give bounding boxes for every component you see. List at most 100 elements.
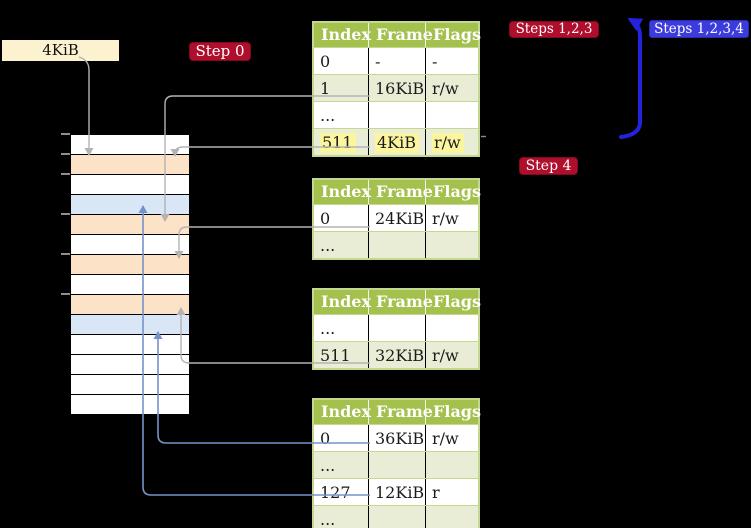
memory-frame-free [71, 355, 189, 374]
frame-size-label: 4KiB [2, 40, 119, 61]
cell-value: r/w [432, 346, 459, 365]
table-row: 1 16KiB r/w [314, 74, 478, 101]
table-cell: 1 [314, 75, 368, 101]
cell-value: ... [320, 510, 336, 528]
header-cell-flags: Flags [425, 180, 481, 204]
cell-value: 4KiB [375, 133, 420, 153]
header-cell-frame: Frame [368, 400, 433, 424]
cell-value: ... [320, 106, 336, 125]
badge-steps-1234: Steps 1,2,3,4 [649, 20, 749, 38]
header-cell-frame: Frame [368, 290, 433, 314]
steps-loop-arrow [619, 18, 644, 139]
memory-frame-free [71, 335, 189, 354]
memory-frame-table [71, 295, 189, 314]
table-cell: r/w [425, 425, 478, 451]
table-cell: 0 [314, 425, 368, 451]
cell-value: 0 [320, 209, 331, 228]
table-row: 0 - - [314, 47, 478, 74]
header-cell-flags: Flags [425, 290, 481, 314]
table-cell: 24KiB [368, 205, 425, 231]
cell-value: ... [320, 319, 336, 338]
table-cell [425, 315, 478, 341]
cell-value: r/w [432, 79, 459, 98]
header-cell-flags: Flags [425, 23, 481, 47]
table-cell: r/w [425, 129, 478, 155]
physical-memory-column [70, 134, 190, 415]
memory-tick [61, 293, 70, 295]
table-cell: - [425, 48, 478, 74]
cell-value: 511 [320, 133, 356, 153]
badge-steps-123: Steps 1,2,3 [509, 21, 599, 38]
table-cell: - [368, 48, 425, 74]
table-cell: 36KiB [368, 425, 425, 451]
cell-value: 32KiB [375, 346, 425, 365]
table-cell: ... [314, 232, 368, 258]
table-row: 0 24KiB r/w [314, 204, 478, 231]
memory-frame-free [71, 135, 189, 154]
cell-value: 0 [320, 52, 331, 71]
cell-value: 12KiB [375, 483, 425, 502]
badge-step-0: Step 0 [189, 42, 251, 61]
table-cell: r [425, 479, 478, 505]
header-cell-frame: Frame [368, 180, 433, 204]
cell-value: 511 [320, 346, 351, 365]
table-cell [425, 452, 478, 478]
table-row: ... [314, 231, 478, 258]
cell-value: ... [320, 236, 336, 255]
table-cell [425, 232, 478, 258]
cell-value: 0 [320, 429, 331, 448]
table-cell: 16KiB [368, 75, 425, 101]
memory-frame-free [71, 235, 189, 254]
table-row: 511 32KiB r/w [314, 341, 478, 368]
cell-value: - [375, 52, 381, 71]
header-cell-index: Index [321, 292, 372, 311]
cell-value: r/w [432, 209, 459, 228]
table-cell [368, 232, 425, 258]
cell-value: 16KiB [375, 79, 425, 98]
table-cell: ... [314, 506, 368, 528]
badge-step-4: Step 4 [519, 157, 578, 175]
table-row: ... [314, 505, 478, 528]
table-cell: ... [314, 315, 368, 341]
cell-value: 24KiB [375, 209, 425, 228]
memory-frame-table [71, 215, 189, 234]
memory-tick [61, 153, 70, 155]
memory-tick [61, 173, 70, 175]
table-cell: 12KiB [368, 479, 425, 505]
header-cell-index: Index [321, 25, 372, 44]
memory-frame-page [71, 315, 189, 334]
memory-tick [61, 253, 70, 255]
memory-frame-free [71, 395, 189, 414]
table-cell [368, 506, 425, 528]
cell-value: r/w [432, 429, 459, 448]
table-cell [425, 506, 478, 528]
memory-frame-page [71, 195, 189, 214]
table-cell: r/w [425, 342, 478, 368]
cell-value: 36KiB [375, 429, 425, 448]
table-cell: 511 [314, 129, 368, 155]
memory-frame-free [71, 275, 189, 294]
table-row: ... [314, 314, 478, 341]
table-row: ... [314, 451, 478, 478]
table-cell [425, 102, 478, 128]
table-cell [368, 452, 425, 478]
table-row: ... [314, 101, 478, 128]
header-cell-index: Index [321, 402, 372, 421]
table-cell: r/w [425, 205, 478, 231]
header-cell-index: Index [321, 182, 372, 201]
table-cell [368, 102, 425, 128]
table-cell: 0 [314, 205, 368, 231]
cell-value: 1 [320, 79, 331, 98]
table-row: 0 36KiB r/w [314, 424, 478, 451]
memory-frame-free [71, 175, 189, 194]
cell-value: r [432, 483, 440, 502]
cell-value: ... [320, 456, 336, 475]
